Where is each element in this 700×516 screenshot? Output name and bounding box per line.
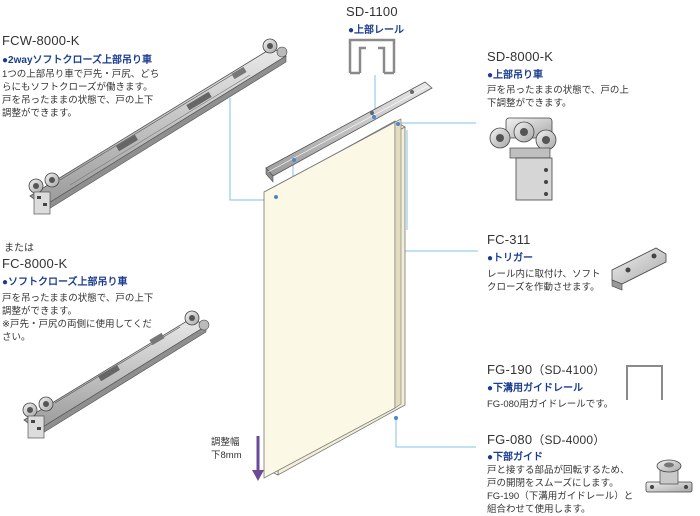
fcw8000k-desc-line: 調整ができます。 — [2, 108, 78, 119]
fg080-desc-line: FG-190（下溝用ガイドレール）と — [487, 491, 634, 502]
fcw8000k-desc: 1つの上部吊り車で戸先・戸尻、どち らにもソフトクローズが働きます。 戸を吊った… — [2, 68, 192, 120]
sd8000k-desc: 戸を吊ったままの状態で、戸の上 下調整ができます。 — [487, 84, 687, 110]
upper-rail — [265, 81, 433, 183]
sd8000k-model: SD-8000-K — [487, 49, 554, 64]
fc311-desc: レール内に取付け、ソフト クローズを作動させます。 — [487, 268, 607, 294]
fc311-name: ●トリガー — [487, 253, 534, 264]
fcw8000k-desc-line: 戸を吊ったままの状態で、戸の上下 — [2, 95, 154, 106]
sd8000k-desc-line: 戸を吊ったままの状態で、戸の上 — [487, 85, 629, 96]
sd1100-model: SD-1100 — [346, 4, 398, 19]
fg190-desc-line: FG-080用ガイドレールです。 — [487, 399, 614, 410]
adjust-arrow — [252, 436, 264, 481]
fg190-rail-section — [626, 365, 663, 400]
fc311-model: FC-311 — [487, 232, 531, 247]
adjust-label-line1: 調整幅 — [211, 437, 240, 448]
fc311-desc-line: クローズを作動させます。 — [487, 282, 600, 293]
fcw8000k-desc-line: らにもソフトクローズが働きます。 — [2, 82, 153, 93]
adjust-label: 調整幅 下8mm — [211, 436, 261, 462]
sd8000k-desc-line: 下調整ができます。 — [487, 98, 572, 109]
rail-section-sd1100 — [348, 38, 396, 75]
fg080-desc-line: 戸と接する部品が回転するため、 — [487, 465, 630, 476]
fcw8000k-assembly — [28, 38, 288, 215]
fcw8000k-model: FCW-8000-K — [2, 33, 80, 48]
leader-fg080-to-door — [395, 420, 476, 448]
fc8000k-model: FC-8000-K — [2, 256, 68, 271]
sd8000k-hanger — [489, 117, 557, 201]
sd1100-name: ●上部レール — [348, 25, 405, 36]
fg080-model-code: FG-080 — [487, 432, 533, 447]
leader-fcw-to-door — [229, 98, 276, 201]
fg190-desc: FG-080用ガイドレールです。 — [487, 398, 627, 411]
fc8000k-assembly — [22, 310, 210, 439]
fc8000k-desc-line: ※戸先・戸尻の両側に使用してくだ — [2, 319, 152, 330]
fg080-guide — [645, 459, 693, 493]
fc8000k-desc-line: 戸を吊ったままの状態で、戸の上下 — [2, 293, 154, 304]
door-front-face — [263, 115, 402, 479]
sd8000k-name: ●上部吊り車 — [487, 70, 544, 81]
fg190-model-sub: （SD-4100） — [532, 363, 606, 377]
fg080-desc-line: 戸の開閉をスムーズにします。 — [487, 478, 619, 489]
fg190-model: FG-190（SD-4100） — [487, 361, 605, 378]
fg080-desc-line: 組合わせて使用します。 — [487, 504, 591, 515]
fc311-trigger — [611, 247, 667, 291]
fg080-desc: 戸と接する部品が回転するため、 戸の開閉をスムーズにします。 FG-190（下溝… — [487, 464, 647, 516]
fc8000k-name: ●ソフトクローズ上部吊り車 — [2, 277, 128, 288]
fc8000k-desc-line: 調整ができます。 — [2, 306, 78, 317]
fc8000k-desc: 戸を吊ったままの状態で、戸の上下 調整ができます。 ※戸先・戸尻の両側に使用して… — [2, 292, 192, 344]
or-label: または — [4, 243, 34, 254]
fc8000k-desc-line: さい。 — [2, 332, 31, 343]
fcw8000k-desc-line: 1つの上部吊り車で戸先・戸尻、どち — [2, 69, 160, 80]
fc311-desc-line: レール内に取付け、ソフト — [487, 269, 601, 280]
fg080-model-sub: （SD-4000） — [532, 433, 606, 447]
fg190-name: ●下溝用ガイドレール — [487, 383, 584, 394]
fg080-model: FG-080（SD-4000） — [487, 431, 605, 448]
fcw8000k-name: ●2wayソフトクローズ上部吊り車 — [2, 55, 153, 66]
fg190-model-code: FG-190 — [487, 362, 533, 377]
adjust-label-line2: 下8mm — [211, 450, 242, 461]
fg080-name: ●下部ガイド — [487, 452, 544, 463]
